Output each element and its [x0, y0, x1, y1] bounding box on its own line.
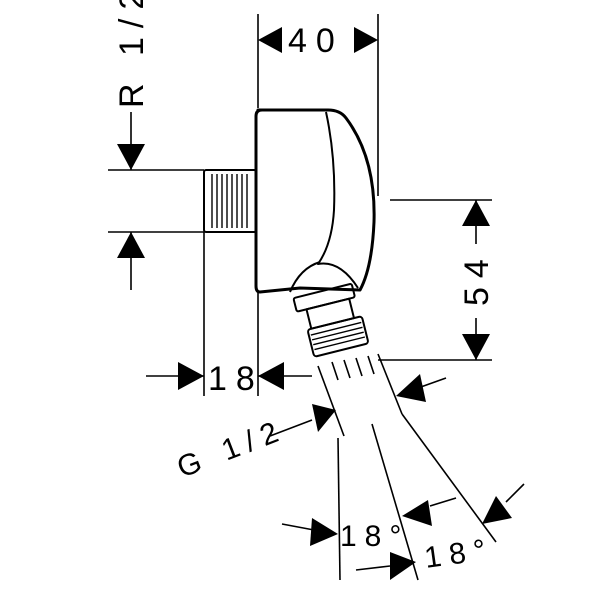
dimension-height: 54 [378, 199, 496, 361]
outlet-thread-fitting [292, 283, 369, 358]
dimension-inlet-thread: R 1/2 [108, 0, 204, 290]
dimension-outlet-thread-label: G 1/2 [173, 413, 291, 484]
dimension-inlet-thread-label: R 1/2 [113, 0, 151, 108]
dimension-width-label: 40 [288, 22, 344, 60]
outlet-body [254, 108, 376, 294]
dimension-height-label: 54 [458, 250, 496, 306]
dimension-width: 40 [257, 14, 379, 196]
dimension-angle-right-label: 18° [422, 533, 495, 575]
inlet-thread-fitting [203, 169, 257, 233]
swivel-lines [317, 353, 497, 581]
dimension-angle-left-label: 18° [340, 520, 409, 553]
dimension-angle-right: 18° [355, 483, 525, 580]
dimension-offset-label: 18 [208, 360, 264, 398]
dimension-offset: 18 [146, 232, 312, 398]
dimension-angle-left: 18° [281, 497, 457, 553]
